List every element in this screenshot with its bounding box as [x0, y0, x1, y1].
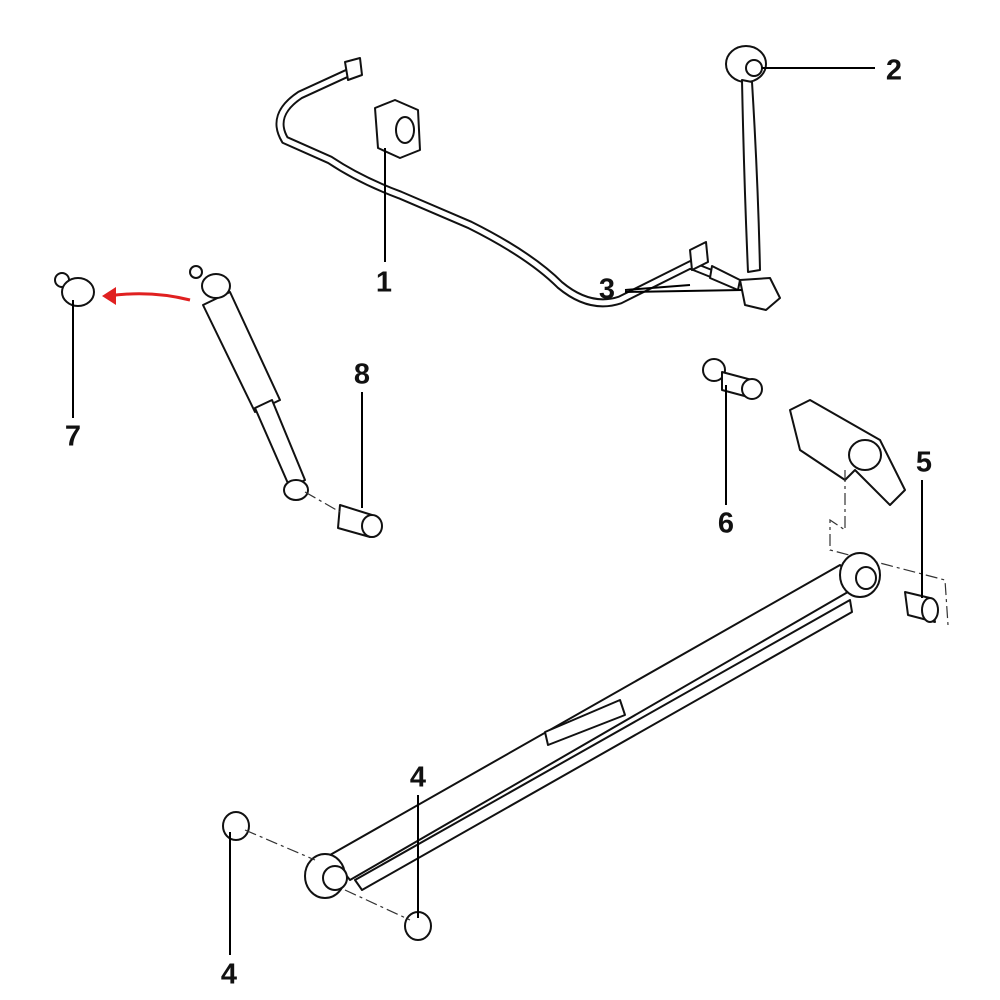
- stabilizer-bar: [275, 57, 742, 308]
- callout-4: 4: [220, 958, 238, 991]
- part-8-bushing: [337, 504, 383, 538]
- callout-7: 7: [64, 420, 82, 453]
- shackle-bracket: [789, 399, 906, 506]
- part-6-bolt: [702, 358, 763, 400]
- bar-bushing-part-1: [374, 99, 421, 159]
- callout-5: 5: [915, 446, 933, 479]
- leaf-spring: [304, 552, 881, 899]
- callout-2: 2: [885, 54, 903, 87]
- assembly-line: [304, 491, 341, 513]
- callout-1: 1: [375, 266, 393, 299]
- assembly-line: [829, 470, 949, 626]
- shock-absorber: [189, 265, 309, 501]
- callout-3: 3: [598, 273, 616, 306]
- callout-4: 4: [409, 761, 427, 794]
- assembly-line: [244, 829, 411, 921]
- part-5-bushing: [904, 591, 939, 623]
- red-arrow: [107, 292, 191, 302]
- callout-8: 8: [353, 358, 371, 391]
- part-7-bushing: [54, 272, 95, 307]
- red-arrowhead: [102, 287, 116, 305]
- stabilizer-link-part-2-3: [709, 45, 781, 311]
- callout-6: 6: [717, 507, 735, 540]
- leader-lines: [72, 67, 923, 955]
